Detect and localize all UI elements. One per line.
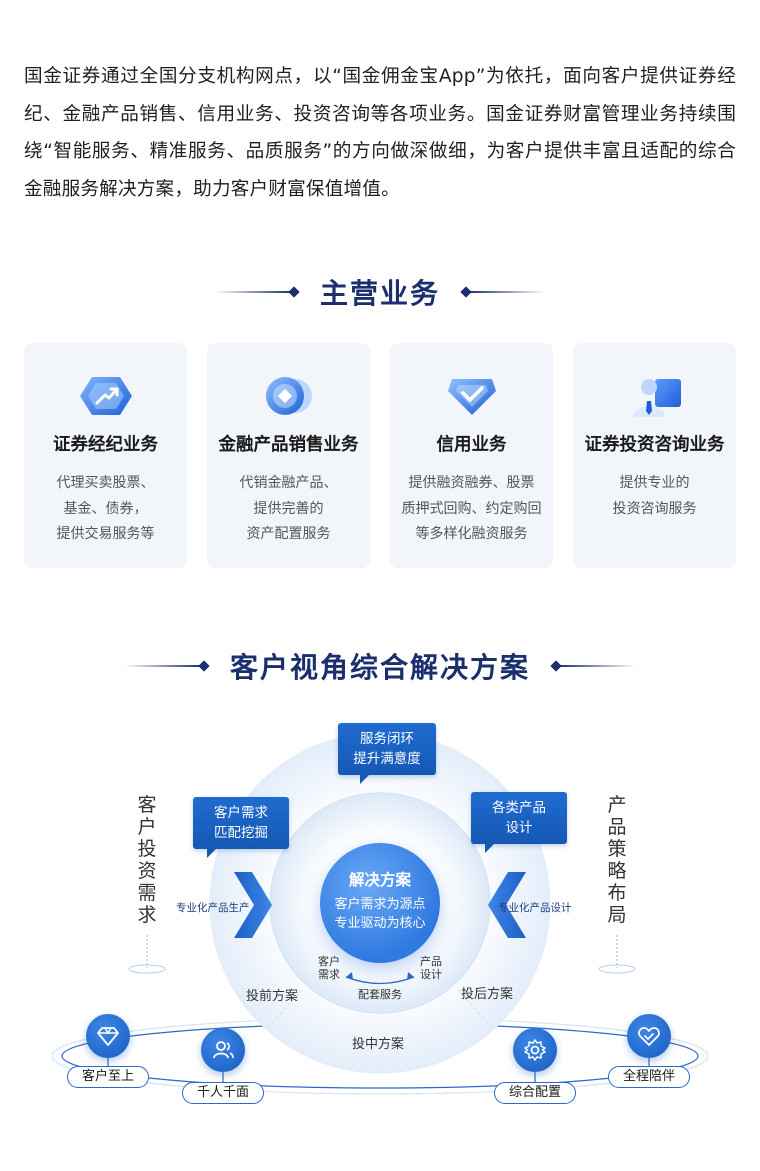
title-decoration-left xyxy=(123,660,210,672)
card-description: 提供融资融券、股票质押式回购、约定购回等多样化融资服务 xyxy=(401,475,542,542)
card-description: 代理买卖股票、基金、债券，提供交易服务等 xyxy=(56,475,155,542)
diamond-icon xyxy=(86,1014,130,1058)
inner-label-product-design: 产品设计 xyxy=(420,955,442,981)
advisor-person-icon xyxy=(632,379,681,417)
pill-comprehensive-allocation[interactable]: 综合配置 xyxy=(494,1082,576,1104)
card-title: 证券投资咨询业务 xyxy=(584,435,725,455)
card-title: 金融产品销售业务 xyxy=(218,435,359,455)
left-vertical-label: 客户投资需求 xyxy=(137,794,157,926)
card-description: 提供专业的投资咨询服务 xyxy=(612,475,697,517)
card-brokerage[interactable]: 证券经纪业务 代理买卖股票、基金、债券，提供交易服务等 xyxy=(24,343,187,568)
solution-core-circle: 解决方案 客户需求为源点专业驱动为核心 xyxy=(320,843,440,963)
pill-full-companion[interactable]: 全程陪伴 xyxy=(608,1066,690,1088)
section-title-solution: 客户视角综合解决方案 xyxy=(0,646,760,686)
pill-customer-first[interactable]: 客户至上 xyxy=(67,1066,149,1088)
inner-label-support-service: 配套服务 xyxy=(358,988,402,1001)
core-title: 解决方案 xyxy=(348,871,411,889)
user-group-icon xyxy=(201,1028,245,1072)
right-vertical-label: 产品策略布局 xyxy=(607,794,627,926)
card-title: 证券经纪业务 xyxy=(53,435,158,455)
card-title: 信用业务 xyxy=(436,435,507,455)
heart-check-icon xyxy=(627,1014,671,1058)
title-decoration-left xyxy=(213,286,300,298)
section-title-text: 客户视角综合解决方案 xyxy=(229,651,530,684)
card-credit[interactable]: 信用业务 提供融资融券、股票质押式回购、约定购回等多样化融资服务 xyxy=(390,343,553,568)
bubble-client-needs: 客户需求匹配挖掘 xyxy=(193,797,289,858)
gear-icon xyxy=(513,1028,557,1072)
bubble-product-design: 各类产品设计 xyxy=(471,792,567,853)
title-decoration-right xyxy=(550,660,636,672)
card-description: 代销金融产品、提供完善的资产配置服务 xyxy=(239,475,338,542)
section-title-main-business: 主营业务 xyxy=(0,272,760,312)
card-product-sales[interactable]: 金融产品销售业务 代销金融产品、提供完善的资产配置服务 xyxy=(207,343,370,568)
coin-stack-icon xyxy=(265,377,312,415)
section-title-text: 主营业务 xyxy=(319,277,440,310)
inner-label-client-needs: 客户需求 xyxy=(318,955,340,981)
intro-paragraph: 国金证券通过全国分支机构网点，以“国金佣金宝App”为依托，面向客户提供证券经纪… xyxy=(24,66,736,200)
trend-arrow-hexagon-icon xyxy=(79,377,132,415)
bubble-service-loop: 服务闭环提升满意度 xyxy=(338,723,436,784)
business-cards: 证券经纪业务 代理买卖股票、基金、债券，提供交易服务等 金融产品销售业务 代销金… xyxy=(24,343,736,568)
arrow-label-left: 专业化产品生产 xyxy=(176,902,250,914)
pill-personalized[interactable]: 千人千面 xyxy=(182,1082,264,1104)
check-shield-icon xyxy=(447,379,496,415)
title-decoration-right xyxy=(460,286,546,298)
core-subtitle: 客户需求为源点专业驱动为核心 xyxy=(334,897,426,931)
arrow-label-right: 专业化产品设计 xyxy=(498,902,572,914)
segment-mid-investment: 投中方案 xyxy=(352,1037,405,1052)
card-advisory[interactable]: 证券投资咨询业务 提供专业的投资咨询服务 xyxy=(573,343,736,568)
segment-post-investment: 投后方案 xyxy=(461,987,514,1002)
segment-pre-investment: 投前方案 xyxy=(246,989,299,1004)
